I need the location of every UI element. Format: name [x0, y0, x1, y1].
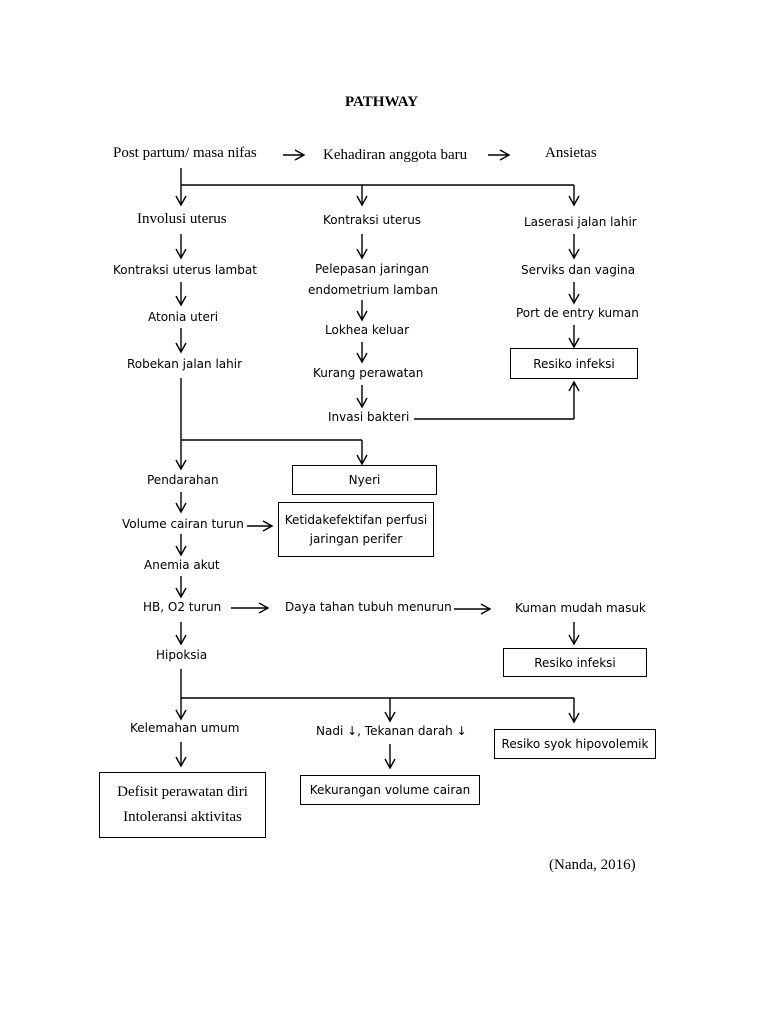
node-hipoksia: Hipoksia — [156, 648, 208, 662]
box-kekurangan: Kekurangan volume cairan — [300, 775, 480, 805]
node-hb: HB, O2 turun — [143, 600, 222, 614]
node-volume-cairan: Volume cairan turun — [122, 517, 244, 531]
box-resiko-infeksi-1-label: Resiko infeksi — [533, 356, 615, 371]
node-lokhea: Lokhea keluar — [325, 323, 410, 337]
box-nyeri-label: Nyeri — [348, 473, 381, 487]
box-perfusi-line-1: Ketidakefektifan perfusi — [284, 512, 428, 527]
node-pendarahan: Pendarahan — [147, 473, 219, 487]
box-defisit-intoleransi: Defisit perawatan diri Intoleransi aktiv… — [99, 772, 266, 838]
node-laserasi: Laserasi jalan lahir — [524, 215, 637, 229]
box-resiko-infeksi-2-label: Resiko infeksi — [534, 655, 616, 670]
node-kelemahan: Kelemahan umum — [130, 721, 240, 735]
box-perfusi: Ketidakefektifan perfusi jaringan perife… — [278, 502, 434, 557]
node-anemia: Anemia akut — [144, 558, 220, 572]
node-kontraksi: Kontraksi uterus — [323, 213, 422, 227]
box-resiko-syok-label: Resiko syok hipovolemik — [501, 737, 649, 751]
box-nyeri: Nyeri — [292, 465, 437, 495]
node-pelepasan-2: endometrium lamban — [308, 283, 439, 297]
node-nadi: Nadi ↓, Tekanan darah ↓ — [316, 724, 467, 738]
node-serviks: Serviks dan vagina — [521, 263, 636, 277]
box-defisit-label: Defisit perawatan diri — [117, 783, 248, 800]
node-kehadiran: Kehadiran anggota baru — [323, 147, 468, 163]
node-kurang: Kurang perawatan — [313, 366, 424, 380]
citation: (Nanda, 2016) — [549, 857, 636, 873]
box-intoleransi-label: Intoleransi aktivitas — [123, 809, 242, 825]
node-post-partum: Post partum/ masa nifas — [113, 145, 257, 161]
page-title: PATHWAY — [345, 94, 419, 110]
node-daya-tahan: Daya tahan tubuh menurun — [285, 600, 452, 614]
node-kontraksi-lambat: Kontraksi uterus lambat — [113, 263, 257, 277]
box-resiko-syok: Resiko syok hipovolemik — [494, 729, 656, 759]
box-resiko-infeksi-1: Resiko infeksi — [510, 348, 638, 379]
node-involusi: Involusi uterus — [137, 211, 227, 227]
box-perfusi-line-2: jaringan perifer — [309, 531, 403, 546]
node-ansietas: Ansietas — [545, 145, 597, 161]
node-kuman: Kuman mudah masuk — [515, 601, 646, 615]
node-pelepasan-1: Pelepasan jaringan — [315, 262, 430, 276]
node-invasi: Invasi bakteri — [328, 410, 410, 424]
node-port: Port de entry kuman — [516, 306, 639, 320]
node-atonia: Atonia uteri — [148, 310, 219, 324]
box-resiko-infeksi-2: Resiko infeksi — [503, 648, 647, 677]
box-kekurangan-label: Kekurangan volume cairan — [309, 783, 471, 797]
node-robekan: Robekan jalan lahir — [127, 357, 243, 371]
